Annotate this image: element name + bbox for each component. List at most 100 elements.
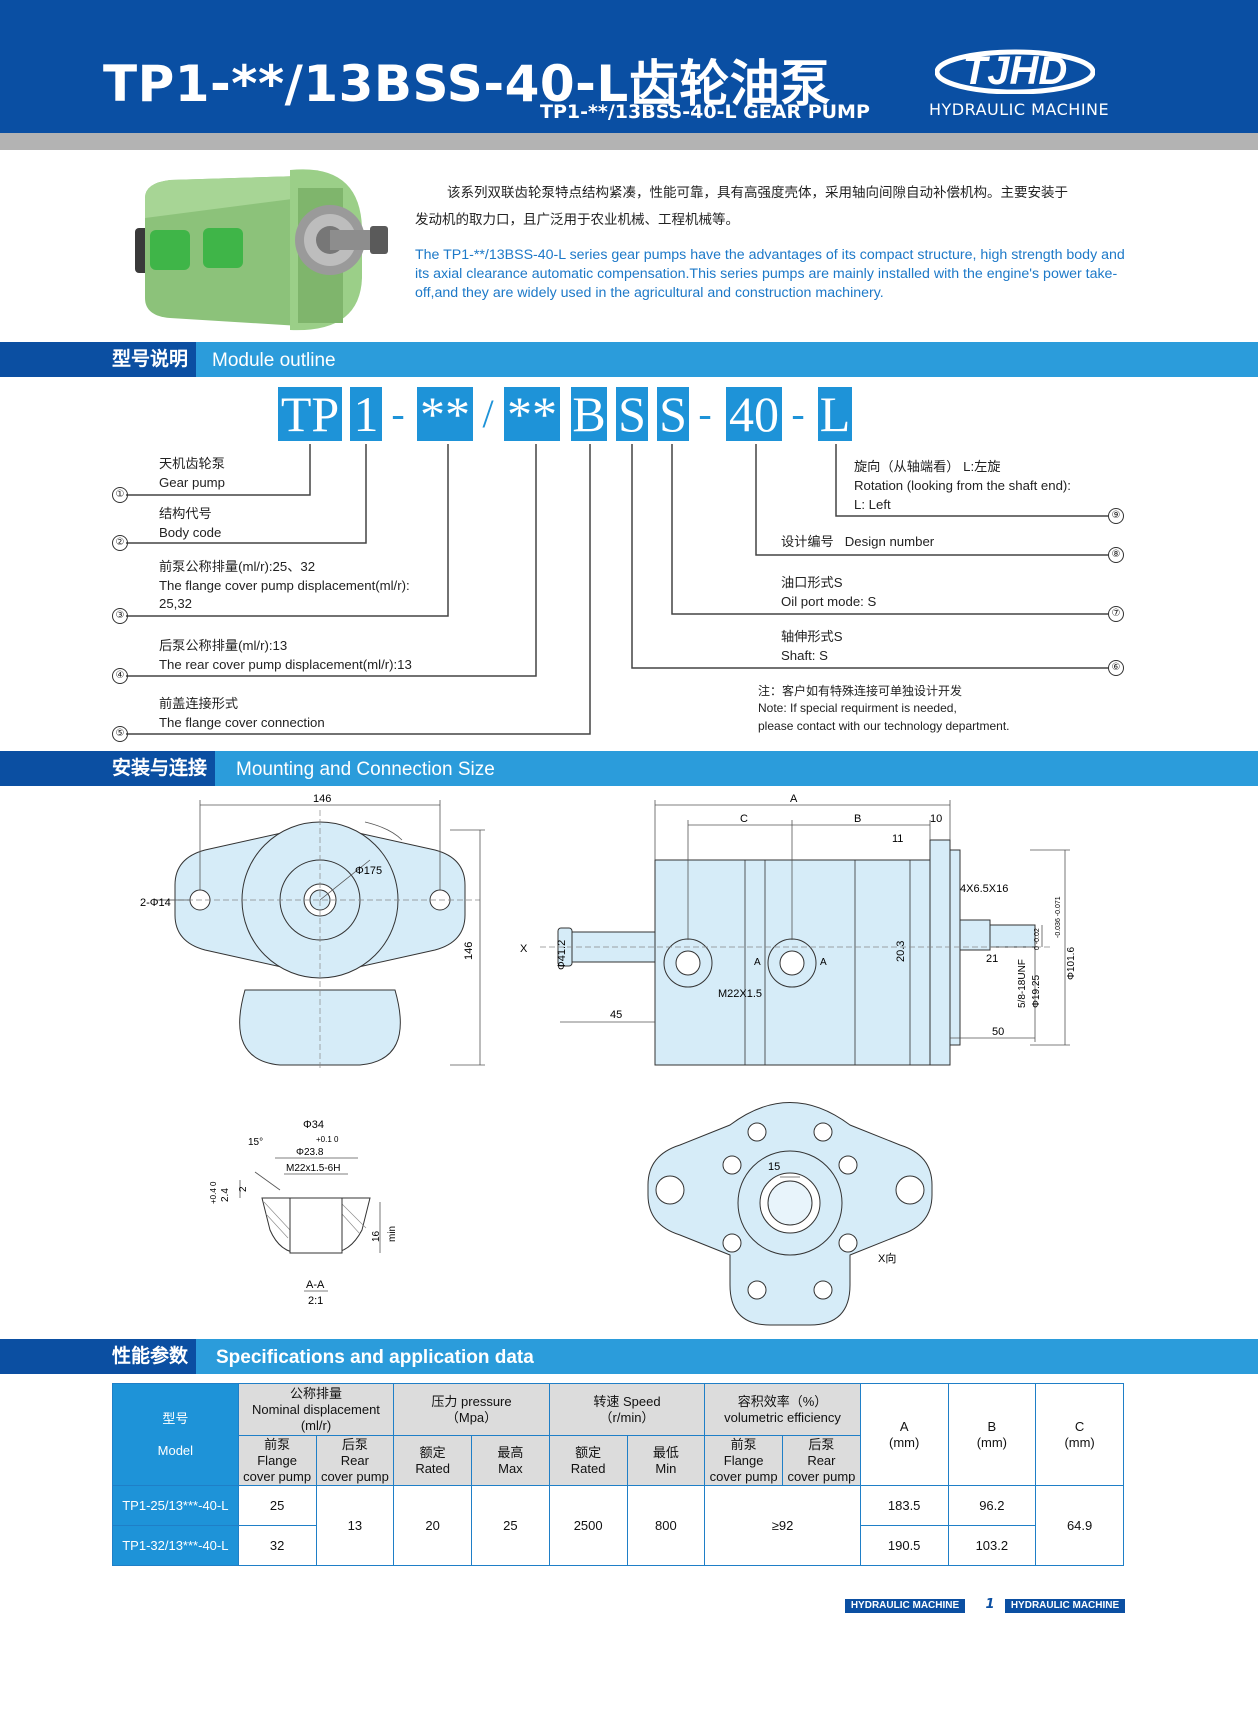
cell-a: 190.5 <box>859 1525 949 1566</box>
logo-lettering: TJHD <box>963 49 1067 93</box>
item-7-cn: 油口形式S <box>781 575 843 590</box>
th-speed-min-cn: 最低 <box>652 1444 679 1460</box>
note-en2: please contact with our technology depar… <box>758 719 1010 733</box>
section-title-en: Specifications and application data <box>216 1347 534 1368</box>
cell-speed-rated: 2500 <box>548 1485 628 1566</box>
th-eff-rear-en1: Rear <box>807 1452 836 1468</box>
th-pressure: 压力 pressure（Mpa） <box>393 1383 550 1436</box>
section-mark-a2: A <box>820 957 827 968</box>
item-2-en: Body code <box>159 525 222 540</box>
th-rear-en1: Rear <box>340 1452 369 1468</box>
dim-11: 11 <box>892 833 903 845</box>
dim-thread: 5/8-18UNF <box>1017 959 1028 1008</box>
item-3-cn: 前泵公称排量(ml/r):25、32 <box>159 559 316 574</box>
dim-15: 15 <box>768 1161 780 1173</box>
dim-16: 16 <box>371 1230 382 1242</box>
page-subtitle: TP1-**/13BSS-40-L GEAR PUMP <box>540 101 870 123</box>
dim-key: 4X6.5X16 <box>960 883 1008 895</box>
dim-2: 2 <box>238 1186 249 1192</box>
item-8-cn: 设计编号 Design number <box>781 532 934 551</box>
logo-subtitle: HYDRAULIC MACHINE <box>929 100 1110 119</box>
dim-phi23-tol: +0.1 0 <box>316 1135 339 1144</box>
dim-10: 10 <box>930 813 942 825</box>
code-part-40: 40 <box>726 387 782 441</box>
item-4-cn: 后泵公称排量(ml/r):13 <box>159 638 288 653</box>
cell-pres-max: 25 <box>471 1485 550 1566</box>
cell-a: 183.5 <box>859 1485 949 1526</box>
dim-min: min <box>387 1226 398 1242</box>
item-8-cn-text: 设计编号 <box>781 534 834 549</box>
cell-model: TP1-32/13***-40-L <box>112 1525 239 1566</box>
th-rear-en2: cover pump <box>320 1468 389 1484</box>
code-part-l: L <box>818 386 852 442</box>
section-title-en: Mounting and Connection Size <box>236 759 495 780</box>
item-num-3: ③ <box>112 608 128 624</box>
dim-phi175: Φ175 <box>355 865 382 877</box>
dim-shaft-d: Φ19.25 <box>1031 975 1042 1008</box>
intro-chinese: 该系列双联齿轮泵特点结构紧凑，性能可靠，具有高强度壳体，采用轴向间隙自动补偿机构… <box>415 180 1125 234</box>
section-title-en: Module outline <box>212 350 336 371</box>
dim-phi41: Φ41.2 <box>556 940 568 970</box>
code-part-front-disp: ** <box>417 387 473 441</box>
dim-20-3: 20.3 <box>895 941 907 962</box>
th-speed: 转速 Speed（r/min） <box>548 1383 706 1436</box>
th-disp-unit: (ml/r) <box>300 1417 332 1433</box>
code-sep-3: - <box>791 391 805 436</box>
th-eff-front-en2: cover pump <box>709 1468 778 1484</box>
rear-view-drawing: 15 X向 <box>647 1102 933 1326</box>
footer-right-tag: HYDRAULIC MACHINE <box>1005 1599 1125 1613</box>
item-num-2: ② <box>112 535 128 551</box>
dim-depth-tol: +0.4 0 <box>209 1181 218 1204</box>
th-front-cn: 前泵 <box>264 1436 291 1452</box>
cell-b: 96.2 <box>947 1485 1037 1526</box>
dim-m22-thread: M22x1.5-6H <box>286 1163 340 1174</box>
section-label: A-A <box>306 1279 325 1291</box>
th-pres-rated-en: Rated <box>415 1460 451 1476</box>
th-b-label: B <box>987 1418 997 1434</box>
side-view-drawing: A C B 10 11 4X6.5X16 X Φ41.2 45 M22X1.5 … <box>520 793 1077 1066</box>
th-eff-rear-en2: cover pump <box>787 1468 856 1484</box>
th-pres-max-cn: 最高 <box>497 1444 524 1460</box>
th-c-unit: (mm) <box>1064 1434 1095 1450</box>
th-eff-front-en1: Flange <box>723 1452 764 1468</box>
th-c: C(mm) <box>1035 1383 1124 1486</box>
dim-146-height: 146 <box>463 942 475 960</box>
dim-45: 45 <box>610 1009 622 1021</box>
model-leader-lines <box>126 444 1108 735</box>
section-mark-a1: A <box>754 957 761 968</box>
page-title: TP1-**/13BSS-40-L齿轮油泵 <box>103 55 831 113</box>
cell-model: TP1-25/13***-40-L <box>112 1485 239 1526</box>
th-b: B(mm) <box>947 1383 1037 1486</box>
th-eff-front-cn: 前泵 <box>730 1436 757 1452</box>
company-logo: TJHD <box>935 49 1095 94</box>
dim-pilot-d: Φ101.6 <box>1066 947 1077 980</box>
intro-cn-line2: 发动机的取力口，且广泛用于农业机械、工程机械等。 <box>415 212 739 228</box>
section-scale: 2:1 <box>308 1295 323 1307</box>
code-part-tp: TP <box>278 387 342 441</box>
th-disp-cn: 公称排量 <box>289 1385 342 1401</box>
item-9-cn: 旋向（从轴端看） L:左旋 <box>854 459 1001 474</box>
item-7-en: Oil port mode: S <box>781 594 877 609</box>
view-label-x: X向 <box>878 1251 896 1265</box>
code-sep-1: - <box>391 391 405 436</box>
th-a-label: A <box>899 1418 909 1434</box>
section-module-outline: 型号说明 Module outline <box>0 342 1258 377</box>
th-front-en1: Flange <box>257 1452 297 1468</box>
item-1-cn: 天机齿轮泵 <box>159 456 225 471</box>
th-eff-cn: 容积效率（%） <box>737 1393 828 1409</box>
th-disp-en: Nominal displacement <box>252 1401 380 1417</box>
dim-21: 21 <box>986 953 998 965</box>
item-num-9: ⑨ <box>1108 508 1124 524</box>
dim-a: A <box>790 793 798 805</box>
dim-pilot-tol: -0.036 -0.071 <box>1055 896 1062 938</box>
dim-b: B <box>854 813 861 825</box>
section-title-cn: 性能参数 <box>0 1339 197 1374</box>
dim-angle: 15° <box>248 1137 263 1148</box>
